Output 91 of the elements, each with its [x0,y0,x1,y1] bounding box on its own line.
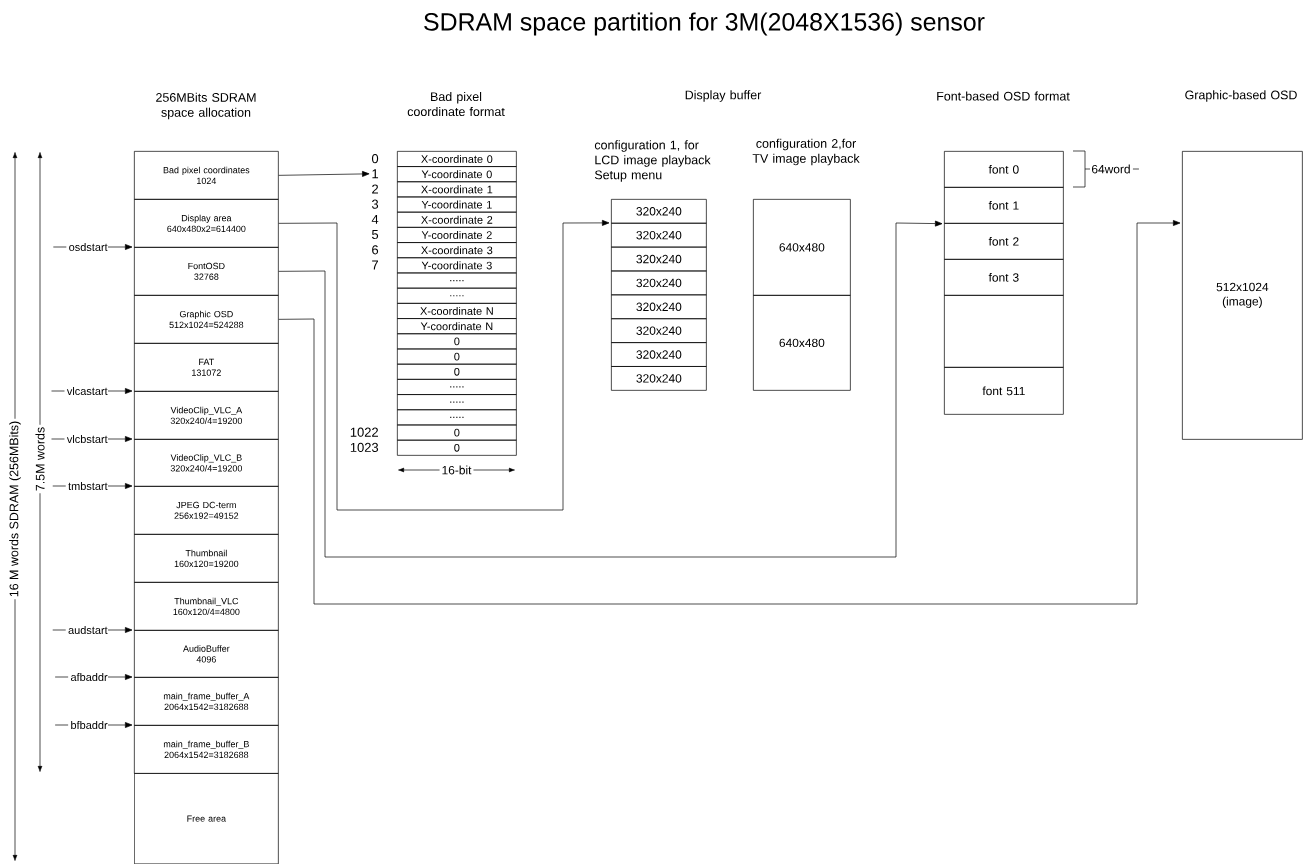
table-row: X-coordinate N [397,303,517,319]
table-row: X-coordinate 2 [397,211,517,228]
font-cell: font 1 [944,187,1064,224]
font-cell: font 3 [944,259,1064,296]
table-row: Y-coordinate 3 [397,257,517,274]
buffer-cell: 320x240 [611,270,707,296]
memory-cell: Thumbnail 160x120=19200 [134,534,279,583]
pointer-label: afbaddr [54,673,108,682]
buffer-cell: 320x240 [611,222,707,248]
memory-cell: main_frame_buffer_B 2064x1542=3182688 [134,725,279,774]
table-row: X-coordinate 3 [397,242,517,259]
dimension-label: 16-bit [439,463,474,477]
row-index: 4 [371,214,379,224]
arrow [278,220,1181,605]
arrow [278,219,610,511]
table-row: X-coordinate 0 [397,151,517,167]
row-index: 0 [371,154,379,164]
table-row: ..... [397,409,517,426]
buffer-cell: 320x240 [611,366,707,391]
memory-cell: FAT 131072 [134,343,279,392]
buffer-cell: 320x240 [611,199,707,224]
row-index: 2 [372,184,378,194]
arrow [107,483,133,489]
buffer-cell: 640x480 [753,295,851,391]
memory-cell: JPEG DC-term 256x192=49152 [134,486,279,535]
bracket-label: 64word [1092,164,1140,174]
arrow [107,674,133,680]
memory-cell: AudioBuffer 4096 [134,630,279,678]
table-row: 0 [397,333,517,350]
row-index: 1022 [350,427,378,437]
image-box: 512x1024 (image) [1182,151,1303,440]
table-row: 0 [397,439,517,456]
memory-cell: VideoClip_VLC_B 320x240/4=19200 [134,439,279,487]
memory-cell: main_frame_buffer_A 2064x1542=3182688 [134,677,279,726]
heading: Graphic-based OSD [1185,90,1297,102]
memory-cell: VideoClip_VLC_A 320x240/4=19200 [134,391,279,440]
row-index: 3 [371,199,379,209]
row-index: 6 [372,245,379,255]
pointer-label: audstart [52,626,108,635]
row-index: 7 [372,260,378,270]
memory-cell: Graphic OSD 512x1024=524288 [134,295,279,344]
table-row: Y-coordinate 0 [397,166,517,183]
arrow [107,388,133,394]
memory-cell: FontOSD 32768 [134,247,279,296]
heading: Font-based OSD format [937,91,1070,101]
font-cell: font 0 [944,151,1064,188]
table-row: 0 [397,348,517,365]
pointer-label: tmbstart [52,482,108,491]
arrow [278,171,370,177]
heading: configuration 1, for LCD image playback Setup menu [594,140,711,182]
pointer-label: osdstart [52,243,108,252]
font-cell: font 2 [944,223,1064,260]
table-row: 0 [397,363,517,380]
title: SDRAM space partition for 3M(2048X1536) sensor [424,12,985,36]
pointer-label: vlcbstart [51,435,108,444]
table-row: Y-coordinate N [397,318,517,335]
table-row: ..... [397,287,517,304]
memory-cell: Thumbnail_VLC 160x120/4=4800 [134,582,279,631]
buffer-cell: 320x240 [611,246,707,272]
arrow [107,244,133,250]
dimension-label: 16 M words SDRAM (256MBits) [7,418,23,600]
buffer-cell: 320x240 [611,318,707,343]
row-index: 1 [372,169,379,179]
arrow [107,436,133,442]
empty-cell [944,295,1064,368]
buffer-cell: 320x240 [611,294,707,320]
heading: Display buffer [685,90,762,102]
memory-cell: Free area [134,773,279,864]
table-row: ..... [397,272,517,289]
pointer-label: vlcastart [51,387,108,396]
heading: configuration 2,for TV image playback [752,138,860,166]
memory-cell: Bad pixel coordinates 1024 [134,151,279,200]
table-row: 0 [397,424,517,441]
table-row: X-coordinate 1 [397,181,517,198]
table-row: Y-coordinate 2 [397,227,517,243]
heading: Bad pixel coordinate format [407,91,505,117]
heading: 256MBits SDRAM space allocation [156,92,256,120]
dimension-label: 7.5M words [33,424,47,494]
row-index: 1023 [350,442,379,452]
pointer-label: bfbaddr [54,721,108,730]
row-index: 5 [371,230,379,240]
table-row: Y-coordinate 1 [397,196,517,213]
table-row: ..... [397,394,517,411]
arrow [107,627,133,633]
font-cell: font 511 [944,367,1064,415]
memory-cell: Display area 640x480x2=614400 [134,199,279,248]
buffer-cell: 320x240 [611,342,707,367]
buffer-cell: 640x480 [753,199,851,296]
arrow [107,722,133,728]
arrow [278,220,943,558]
table-row: ..... [397,379,517,395]
